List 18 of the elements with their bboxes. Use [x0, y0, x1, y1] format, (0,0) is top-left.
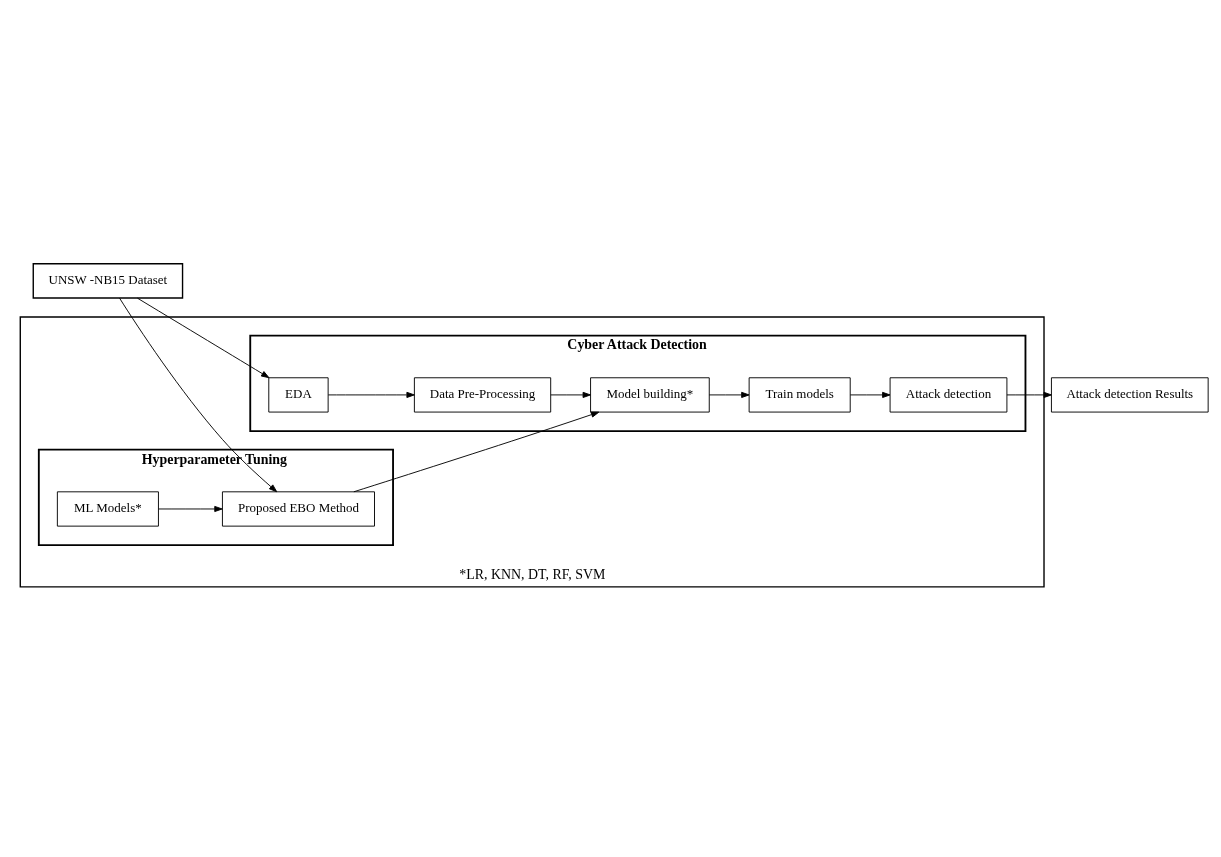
node-box: ML Models* — [56, 490, 159, 527]
node-box: Model building* — [590, 376, 710, 413]
arrow — [849, 391, 891, 398]
node-box: EDA — [268, 376, 329, 413]
arrow — [550, 391, 591, 398]
node-box: Data Pre-Processing — [413, 376, 552, 413]
arrow — [137, 297, 270, 378]
node-box: UNSW -NB15 Dataset — [32, 262, 184, 299]
node-box: Train models — [748, 376, 851, 413]
node-box: Attack detection Results — [1050, 376, 1209, 413]
arrow — [119, 297, 278, 492]
arrow — [353, 411, 600, 492]
arrow — [158, 505, 223, 512]
arrow — [1006, 391, 1052, 398]
node-box: Proposed EBO Method — [221, 490, 375, 527]
arrow — [708, 391, 750, 398]
arrow — [327, 391, 415, 398]
node-box: Attack detection — [889, 376, 1008, 413]
